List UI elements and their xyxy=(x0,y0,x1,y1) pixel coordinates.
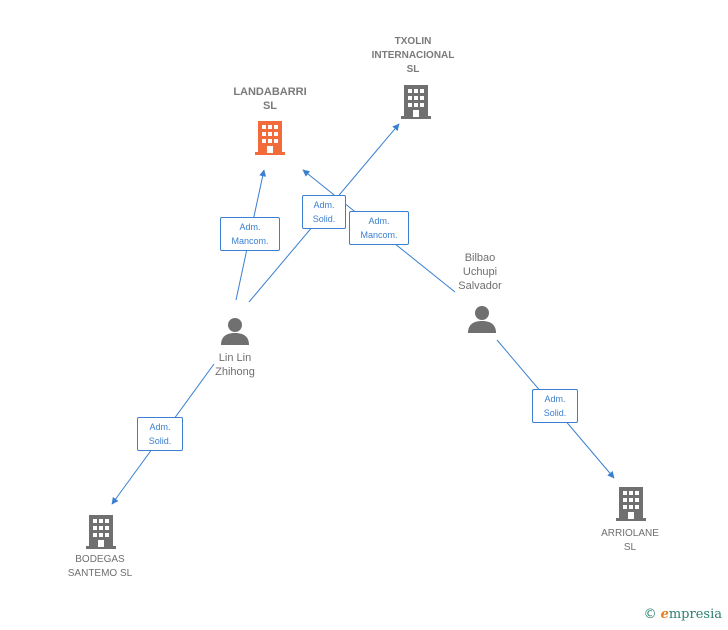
edge-label-bilbao-landabarri: Adm. Mancom. xyxy=(349,211,409,245)
node-label-txolin[interactable]: TXOLIN INTERNACIONAL SL xyxy=(371,36,455,75)
building-icon[interactable] xyxy=(254,121,286,155)
edge-label-bilbao-arriolane: Adm. Solid. xyxy=(532,389,578,423)
person-icon[interactable] xyxy=(220,316,250,346)
person-icon[interactable] xyxy=(467,304,497,334)
brand-name: mpresia xyxy=(668,607,722,622)
building-icon[interactable] xyxy=(615,487,647,521)
building-icon[interactable] xyxy=(85,515,117,549)
brand-logo: ©empresia xyxy=(644,607,722,622)
brand-initial: e xyxy=(660,607,669,622)
node-label-bilbao[interactable]: Bilbao Uchupi Salvador xyxy=(458,252,502,292)
node-label-bodegas[interactable]: BODEGAS SANTEMO SL xyxy=(67,554,133,579)
building-icon[interactable] xyxy=(400,85,432,119)
edge-label-linlin-txolin: Adm. Solid. xyxy=(302,195,346,229)
node-label-linlin[interactable]: Lin Lin Zhihong xyxy=(215,352,255,378)
node-label-arriolane[interactable]: ARRIOLANE SL xyxy=(601,528,659,553)
edge-label-linlin-landabarri: Adm. Mancom. xyxy=(220,217,280,251)
node-label-landabarri[interactable]: LANDABARRI SL xyxy=(233,86,307,112)
copyright-symbol: © xyxy=(643,607,657,622)
edge-label-linlin-bodegas: Adm. Solid. xyxy=(137,417,183,451)
